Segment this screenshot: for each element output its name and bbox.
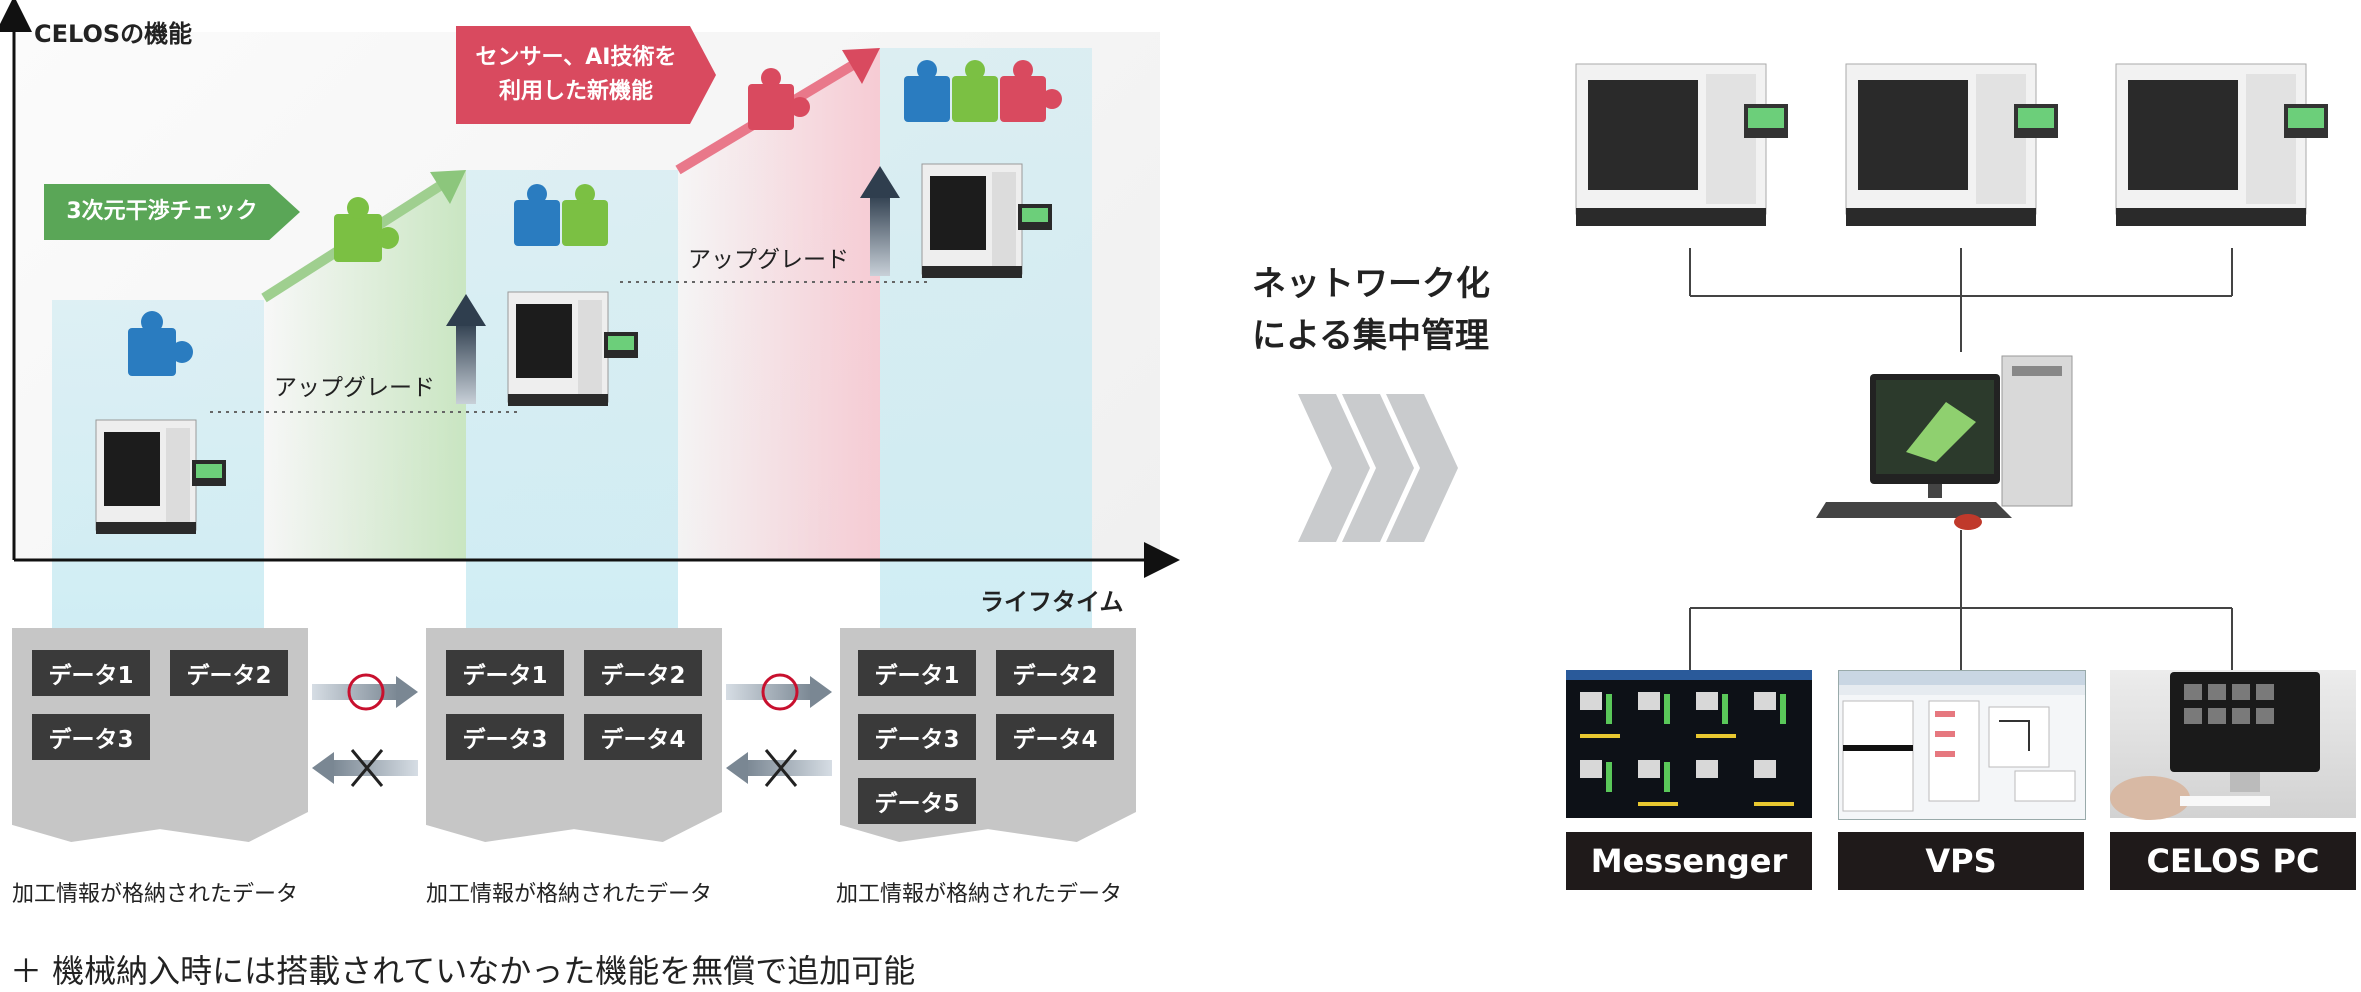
data-chip: データ2 (584, 650, 702, 696)
machine-tool-stage1-icon (95, 419, 226, 534)
y-axis-label: CELOSの機能 (34, 20, 193, 48)
celos-pc-screen-image (2110, 670, 2356, 820)
data-chip: データ3 (858, 714, 976, 760)
puzzle-piece-green-stage3-icon (952, 60, 998, 122)
network-connectors (1689, 248, 2233, 670)
puzzle-piece-blue-stage1-icon (128, 311, 193, 376)
machine-tool-stage2-icon (507, 291, 638, 406)
callout-3d-interference-check: 3次元干渉チェック (44, 184, 300, 240)
callout-green-text: 3次元干渉チェック (66, 199, 258, 224)
puzzle-piece-red-stage3-icon (1000, 60, 1062, 122)
upgrade-label-2: アップグレード (688, 247, 849, 273)
puzzle-piece-green-floating-icon (334, 197, 399, 262)
panel-caption-2: 加工情報が格納されたデータ (426, 882, 713, 907)
callout-red-line1: センサー、AI技術を (475, 45, 677, 70)
network-title-line1: ネットワーク化 (1252, 264, 1490, 304)
networked-machine-3-icon (2115, 63, 2328, 226)
data-chip: データ1 (446, 650, 564, 696)
data-chip: データ4 (996, 714, 1114, 760)
vps-screen-image (1838, 670, 2086, 820)
callout-new-ai-functions: センサー、AI技術を 利用した新機能 (456, 26, 716, 124)
data-chip: データ3 (32, 714, 150, 760)
puzzle-piece-blue-stage2-icon (514, 184, 560, 246)
machine-tool-stage3-icon (921, 163, 1052, 278)
puzzle-piece-red-floating-icon (748, 68, 810, 130)
data-chip: データ5 (858, 778, 976, 824)
network-title-line2: による集中管理 (1252, 316, 1489, 356)
callout-red-line2: 利用した新機能 (498, 79, 653, 104)
puzzle-piece-blue-stage3-icon (904, 60, 950, 122)
data-chip: データ4 (584, 714, 702, 760)
puzzle-pieces (128, 60, 1062, 376)
messenger-screen-image (1566, 670, 1812, 818)
upgrade-label-1: アップグレード (274, 375, 435, 401)
puzzle-piece-green-stage2-icon (562, 184, 608, 246)
data-chip: データ2 (996, 650, 1114, 696)
network-title: ネットワーク化 による集中管理 (1252, 258, 1490, 362)
x-axis-label: ライフタイム (980, 588, 1124, 616)
chevron-arrows-icon (1298, 394, 1458, 542)
data-chip: データ3 (446, 714, 564, 760)
compatibility-arrows (312, 673, 832, 787)
stage3-column (880, 48, 1092, 630)
label-celos-pc: CELOS PC (2110, 832, 2356, 890)
data-chip: データ1 (858, 650, 976, 696)
label-messenger: Messenger (1566, 832, 1812, 890)
footer-note: ＋ 機械納入時には搭載されていなかった機能を無償で追加可能 (10, 952, 916, 990)
networked-machine-2-icon (1845, 63, 2058, 226)
central-pc-icon (1816, 355, 2073, 530)
label-vps: VPS (1838, 832, 2084, 890)
networked-machine-1-icon (1575, 63, 1788, 226)
data-chip: データ2 (170, 650, 288, 696)
panel-caption-1: 加工情報が格納されたデータ (12, 882, 299, 907)
panel-caption-3: 加工情報が格納されたデータ (836, 882, 1123, 907)
data-chip: データ1 (32, 650, 150, 696)
